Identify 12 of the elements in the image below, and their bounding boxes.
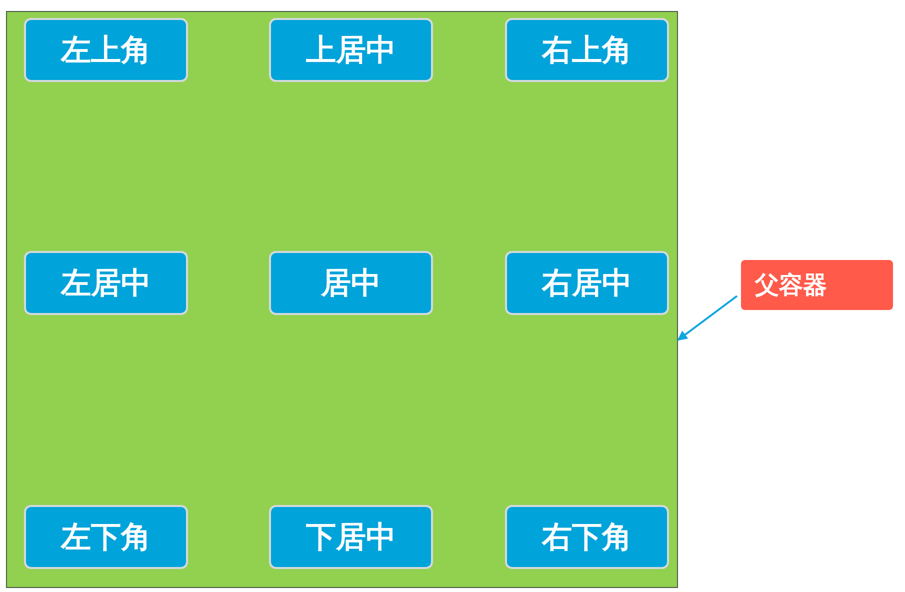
position-box: 居中	[269, 251, 433, 315]
position-box: 右居中	[505, 251, 669, 315]
position-box: 左下角	[24, 505, 188, 569]
position-box: 右上角	[505, 18, 669, 82]
position-box: 上居中	[269, 18, 433, 82]
label-box: 父容器	[741, 260, 893, 310]
arrow	[677, 295, 738, 341]
position-box: 下居中	[269, 505, 433, 569]
position-box: 右下角	[505, 505, 669, 569]
position-box: 左上角	[24, 18, 188, 82]
container-box	[6, 11, 678, 588]
position-box: 左居中	[24, 251, 188, 315]
